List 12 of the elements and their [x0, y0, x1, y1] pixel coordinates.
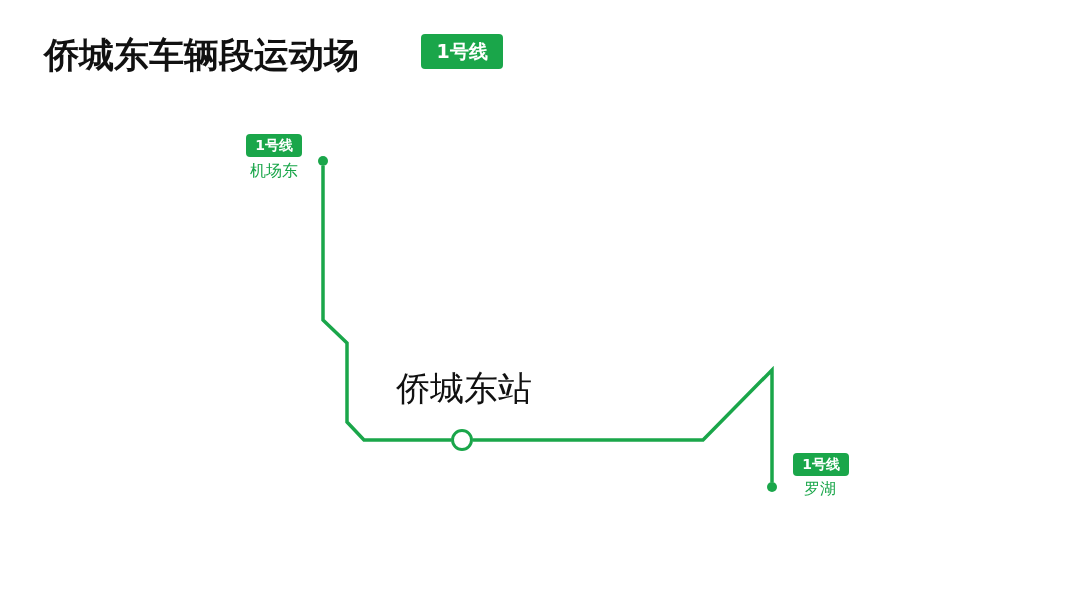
station-label: 罗湖 [803, 479, 837, 500]
line-badge: 1号线 [421, 34, 503, 69]
line-badge: 1号线 [246, 134, 302, 157]
line-badge: 1号线 [793, 453, 849, 476]
terminal-dot [767, 482, 777, 492]
metro-line [473, 365, 774, 482]
station-label: 机场东 [249, 161, 299, 182]
title: 侨城东车辆段运动场 [44, 34, 359, 77]
terminal-dot [318, 156, 328, 166]
station-circle [451, 429, 473, 451]
station-name: 侨城东站 [396, 367, 532, 410]
metro-line [321, 166, 451, 442]
